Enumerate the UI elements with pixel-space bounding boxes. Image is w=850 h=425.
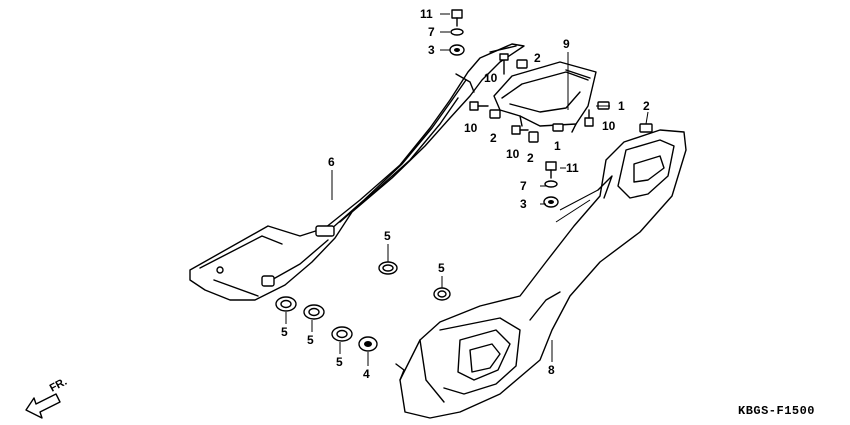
callout-11-lower: 11 (566, 161, 579, 175)
callout-6: 6 (328, 155, 335, 169)
side-cover-part (395, 129, 687, 419)
callout-5-center: 5 (384, 229, 391, 243)
callout-11-top: 11 (420, 7, 433, 21)
callout-10-lower: 10 (506, 147, 520, 161)
callout-5-right: 5 (438, 261, 445, 275)
callout-8: 8 (548, 363, 555, 377)
leader-lines (285, 13, 649, 366)
rear-inner-cover-part (189, 43, 525, 301)
callout-1-right: 1 (618, 99, 625, 113)
callout-2-left: 2 (490, 131, 497, 145)
front-direction-label: FR. (48, 376, 69, 395)
callout-3-lower: 3 (520, 197, 527, 211)
callout-labels: 11 7 3 2 9 10 1 2 10 2 10 2 1 10 6 11 7 … (281, 7, 650, 381)
callout-3-top: 3 (428, 43, 435, 57)
callout-7-lower: 7 (520, 179, 527, 193)
callout-2-right: 2 (643, 99, 650, 113)
callout-5-left-1: 5 (281, 325, 288, 339)
front-direction-indicator: FR. (25, 376, 69, 419)
fastener-parts (275, 9, 653, 352)
front-arrow-icon (25, 393, 61, 419)
callout-9: 9 (563, 37, 570, 51)
callout-5-left-2: 5 (307, 333, 314, 347)
callout-1-lower: 1 (554, 139, 561, 153)
callout-10-right: 10 (602, 119, 616, 133)
callout-4: 4 (363, 367, 370, 381)
callout-2-top: 2 (534, 51, 541, 65)
callout-10-left: 10 (464, 121, 478, 135)
callout-5-left-3: 5 (336, 355, 343, 369)
callout-7-top: 7 (428, 25, 435, 39)
diagram-code: KBGS-F1500 (738, 404, 815, 418)
center-bracket-part (493, 61, 597, 133)
callout-2-lower: 2 (527, 151, 534, 165)
callout-10-top: 10 (484, 71, 498, 85)
